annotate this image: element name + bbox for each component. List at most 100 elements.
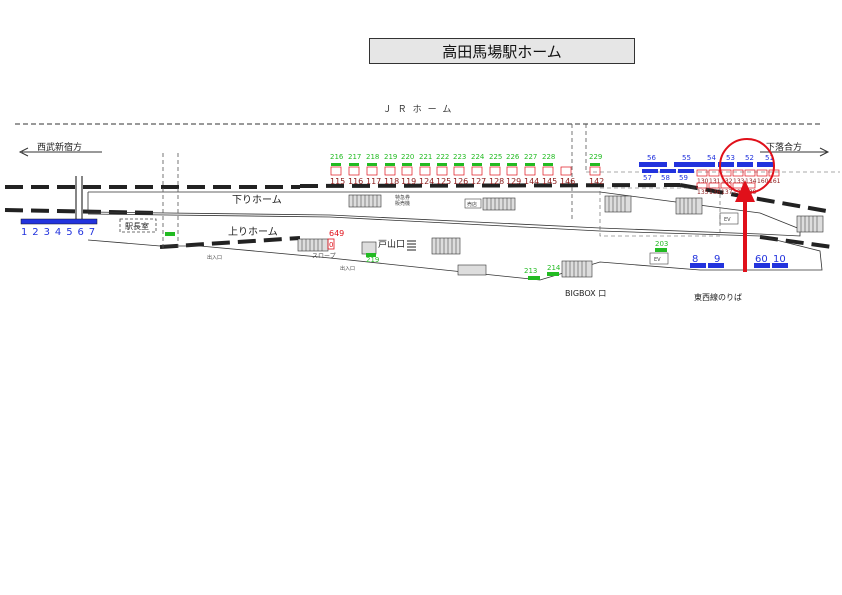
green-marker-228 [543, 163, 553, 166]
green-marker-220 [402, 163, 412, 166]
green-marker-223 [454, 163, 464, 166]
baiten-box [464, 198, 482, 209]
blue-marker-9 [708, 263, 724, 268]
arrow-left-icon [18, 147, 29, 157]
red-box-117 [366, 166, 378, 176]
red-right-130: 130 [697, 178, 709, 185]
green-top-227: 227 [524, 153, 537, 161]
seibu-direction-label: 西武新宿方 [37, 141, 82, 153]
red-bottom-127: 127 [471, 177, 486, 186]
nobori-home-label: 上りホーム [228, 226, 278, 238]
blue-10: 10 [773, 254, 786, 265]
green-marker-217 [349, 163, 359, 166]
blue-below-marker-57 [642, 169, 658, 173]
red-bottom-146: 146 [560, 177, 575, 186]
red-box-115 [330, 166, 342, 176]
blue-top-52: 52 [745, 154, 754, 162]
page-title: 高田馬場駅ホーム [369, 38, 635, 64]
ev-label-2: EV [654, 257, 661, 263]
arrow-up-icon [735, 180, 755, 202]
blue-markers-left [20, 218, 98, 225]
red-right-161: 161 [769, 178, 781, 185]
blue-top-51: 51 [765, 154, 774, 162]
blue-top-56: 56 [647, 154, 656, 162]
red-right-box-134 [744, 169, 756, 177]
green-marker-216 [331, 163, 341, 166]
blue-top-marker-53 [718, 162, 734, 167]
red-bottom-125: 125 [436, 177, 451, 186]
red-bottom-128: 128 [489, 177, 504, 186]
tozai-norib-label: 東西線のりば [694, 292, 742, 302]
stair-lines [301, 195, 818, 277]
red-right2-box-135 [696, 182, 708, 189]
nobori-platform [87, 213, 823, 281]
green-marker-229 [590, 163, 600, 166]
red-box-128 [489, 166, 501, 176]
red-right-133: 133 [733, 178, 745, 185]
green-top-219: 219 [384, 153, 397, 161]
blue-left-5: 5 [66, 227, 72, 238]
ev-label-1: EV [724, 217, 731, 223]
blue-below-marker-59 [678, 169, 694, 173]
blue-top-marker-56 [639, 162, 667, 167]
arrow-right-icon [819, 147, 830, 157]
green-marker-227 [525, 163, 535, 166]
green-marker-224 [472, 163, 482, 166]
red-bottom-119: 119 [401, 177, 416, 186]
red-0-box [327, 238, 335, 250]
red-box-145 [542, 166, 554, 176]
red-right-box-130 [696, 169, 708, 177]
green-top-226: 226 [506, 153, 520, 161]
red-right2-137: 137 [721, 189, 733, 196]
green-top-225: 225 [489, 153, 502, 161]
green-214: 214 [547, 264, 561, 272]
upper-track [5, 183, 833, 214]
red-right2-136: 136 [709, 189, 721, 196]
red-bottom-129: 129 [506, 177, 521, 186]
blue-60: 60 [755, 254, 768, 265]
red-bottom-116: 116 [348, 177, 363, 186]
baiten-label: 売店 [467, 201, 477, 208]
red-bottom-142: 142 [589, 177, 604, 186]
green-marker-221 [420, 163, 430, 166]
red-bottom-126: 126 [453, 177, 468, 186]
green-marker-222 [437, 163, 447, 166]
red-box-127 [471, 166, 483, 176]
deiriguchi-label-2: 出入口 [340, 265, 355, 272]
green-top-221: 221 [419, 153, 432, 161]
red-right2-box-136 [708, 182, 720, 189]
green-219b: 219 [366, 256, 379, 264]
hanbaiki-label: 販売機 [395, 200, 410, 207]
red-box-116 [348, 166, 360, 176]
red-box-124 [419, 166, 431, 176]
blue-marker-10 [772, 263, 788, 268]
red-right-134: 134 [745, 178, 757, 185]
green-marker-219 [385, 163, 395, 166]
green-top-229: 229 [589, 153, 602, 161]
blue-top-55: 55 [682, 154, 691, 162]
blue-below-57: 57 [643, 174, 652, 182]
green-marker-225 [490, 163, 500, 166]
red-bottom-118: 118 [384, 177, 399, 186]
red-right-160: 160 [757, 178, 769, 185]
blue-below-58: 58 [661, 174, 670, 182]
blue-below-59: 59 [679, 174, 688, 182]
blue-top-marker-51 [757, 162, 773, 167]
red-bottom-117: 117 [366, 177, 381, 186]
toyamaguchi-stairs-icon [407, 240, 416, 251]
red-box-129 [506, 166, 518, 176]
blue-below-marker-58 [660, 169, 676, 173]
red-box-125 [436, 166, 448, 176]
red-649: 649 [329, 229, 344, 238]
deiriguchi-label-1: 出入口 [207, 254, 222, 261]
red-box-119 [401, 166, 413, 176]
green-213: 213 [524, 267, 537, 275]
jr-home-label: ＪＲホーム [383, 104, 458, 115]
red-box-126 [453, 166, 465, 176]
red-0: 0 [329, 241, 333, 249]
blue-marker-60 [754, 263, 770, 268]
green-top-223: 223 [453, 153, 466, 161]
green-top-228: 228 [542, 153, 555, 161]
green-top-224: 224 [471, 153, 485, 161]
green-top-218: 218 [366, 153, 379, 161]
